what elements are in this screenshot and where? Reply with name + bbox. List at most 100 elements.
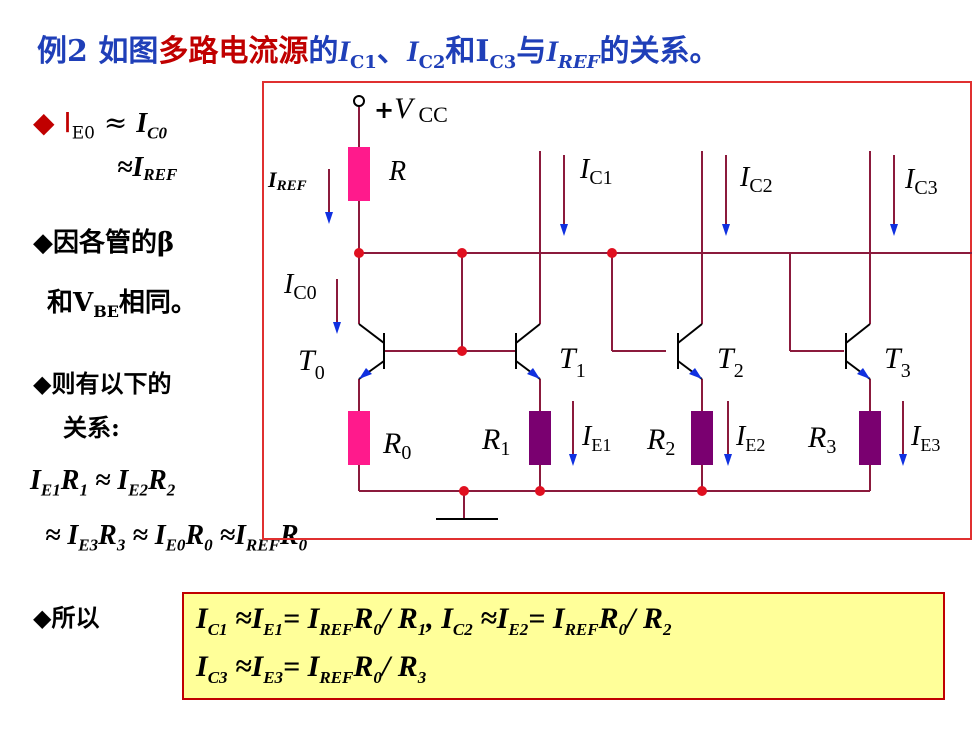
ic3-i: I bbox=[904, 164, 916, 195]
title-prefix: 例2 如图 bbox=[37, 34, 159, 69]
formula-subscript: 1 bbox=[79, 480, 88, 500]
formula-subscript: E0 bbox=[165, 535, 186, 555]
bullet-relation-2: 关系: bbox=[63, 408, 120, 443]
bullet-sub: E0 bbox=[71, 123, 95, 144]
formula-symbol: I bbox=[307, 650, 320, 683]
ic0-arrowhead bbox=[333, 322, 341, 334]
formula-symbol: R bbox=[353, 650, 374, 683]
t0-t: T bbox=[298, 344, 317, 377]
current-mirror-circuit: +VCC R IREF IC1 IC2 IC3 IC0 T0 T1 T2 T3 … bbox=[262, 81, 972, 540]
t1-label: T1 bbox=[559, 342, 586, 382]
formula-subscript: 0 bbox=[373, 668, 382, 687]
ie1-label: IE1 bbox=[581, 421, 611, 455]
ic1-sub: C1 bbox=[589, 167, 612, 189]
ie3-i: I bbox=[910, 421, 922, 452]
ie1-sub: E1 bbox=[591, 435, 611, 455]
formula-symbol: I bbox=[30, 465, 41, 496]
title-ic2-sub: C2 bbox=[418, 52, 446, 73]
formula-symbol: R bbox=[60, 465, 80, 496]
vbe-sub: BE bbox=[93, 302, 119, 322]
t3-t: T bbox=[884, 342, 903, 375]
formula-subscript: 0 bbox=[298, 535, 308, 555]
formula-subscript: E2 bbox=[508, 620, 529, 639]
formula-symbol: ≈ bbox=[87, 465, 118, 496]
formula-symbol: / bbox=[381, 650, 398, 683]
formula-symbol: R bbox=[279, 520, 299, 551]
resistor-r3 bbox=[859, 411, 881, 465]
t0-sub: 0 bbox=[315, 362, 325, 384]
ic3-arrowhead bbox=[890, 224, 898, 236]
t2-label: T2 bbox=[717, 342, 744, 382]
t2-collector-leg bbox=[677, 323, 703, 344]
title-iref: I bbox=[546, 35, 559, 68]
title-ic3: I bbox=[475, 34, 490, 69]
r1-sub: 1 bbox=[500, 438, 510, 460]
formula-symbol: I bbox=[196, 650, 208, 683]
approx-sign: ≈ bbox=[94, 106, 137, 139]
r0-r: R bbox=[382, 427, 401, 460]
formula-symbol: R bbox=[397, 602, 418, 635]
resistor-r0 bbox=[348, 411, 370, 465]
formula-symbol: = bbox=[283, 602, 308, 635]
t3-label: T3 bbox=[884, 342, 911, 382]
t0-emitter-arrow bbox=[359, 368, 372, 379]
formula-symbol: I bbox=[154, 520, 166, 551]
node bbox=[607, 248, 617, 258]
formula-symbol: ≈ bbox=[125, 520, 155, 551]
ic0-sub: C0 bbox=[293, 282, 316, 304]
node bbox=[354, 248, 364, 258]
node bbox=[457, 346, 467, 356]
r3-sub: 3 bbox=[826, 436, 836, 458]
result-line-1: IC1 ≈IE1= IREFR0/ R1, IC2 ≈IE2= IREFR0/ … bbox=[196, 602, 671, 640]
t1-sub: 1 bbox=[576, 360, 586, 382]
formula-symbol: , bbox=[426, 602, 442, 635]
formula-symbol: R bbox=[353, 602, 374, 635]
formula-symbol: = bbox=[528, 602, 553, 635]
ie3-label: IE3 bbox=[910, 421, 940, 455]
bullet-text: ◆ I bbox=[33, 106, 72, 139]
current-arrowheads bbox=[325, 212, 907, 466]
ic3-label: IC3 bbox=[904, 164, 938, 199]
t2-emitter-arrow bbox=[689, 368, 702, 379]
r-label: R bbox=[388, 156, 406, 187]
formula-symbol: R bbox=[185, 520, 205, 551]
formula-subscript: REF bbox=[245, 535, 280, 555]
title-text: 的 bbox=[308, 34, 339, 69]
title-iref-sub: REF bbox=[558, 52, 600, 73]
relation-line-2: ≈ IE3R3 ≈ IE0R0 ≈IREFR0 bbox=[45, 520, 307, 556]
formula-symbol: R bbox=[148, 465, 167, 496]
iref-i: I bbox=[267, 167, 278, 192]
ic1-arrowhead bbox=[560, 224, 568, 236]
formula-symbol: I bbox=[251, 650, 264, 683]
r1-label: R1 bbox=[481, 423, 510, 460]
formula-subscript: C2 bbox=[452, 620, 473, 639]
ie2-i: I bbox=[735, 421, 747, 452]
formula-subscript: C1 bbox=[207, 620, 228, 639]
formula-symbol: I bbox=[251, 602, 264, 635]
r3-label: R3 bbox=[807, 421, 836, 458]
t1-t: T bbox=[559, 342, 578, 375]
circuit-border bbox=[262, 81, 972, 540]
ic2-i: I bbox=[739, 162, 751, 193]
formula-symbol: ≈ bbox=[227, 602, 252, 635]
ic0-i: I bbox=[283, 269, 295, 300]
transistors bbox=[358, 323, 871, 380]
node bbox=[535, 486, 545, 496]
formula-symbol: I bbox=[552, 602, 565, 635]
formula-symbol: = bbox=[283, 650, 308, 683]
bullet-ie0: ◆ IE0 ≈ IC0 bbox=[33, 106, 167, 144]
r0-sub: 0 bbox=[401, 442, 411, 464]
t3-collector-leg bbox=[845, 323, 871, 344]
page-title: 例2 如图多路电流源的IC1、IC2和IC3与IREF的关系。 bbox=[37, 26, 719, 73]
bullet-relation: ◆则有以下的 bbox=[33, 364, 171, 399]
t3-sub: 3 bbox=[901, 360, 911, 382]
iref-arrowhead bbox=[325, 212, 333, 224]
title-ic3-sub: C3 bbox=[489, 52, 517, 73]
title-sep: 、 bbox=[376, 34, 407, 69]
bullet-text: ◆因各管的β bbox=[33, 228, 175, 258]
bullet-therefore: ◆所以 bbox=[33, 598, 99, 633]
formula-subscript: E1 bbox=[40, 480, 61, 500]
resistor-r bbox=[348, 147, 370, 201]
bullet-vbe: 和VBE相同。 bbox=[47, 282, 197, 321]
